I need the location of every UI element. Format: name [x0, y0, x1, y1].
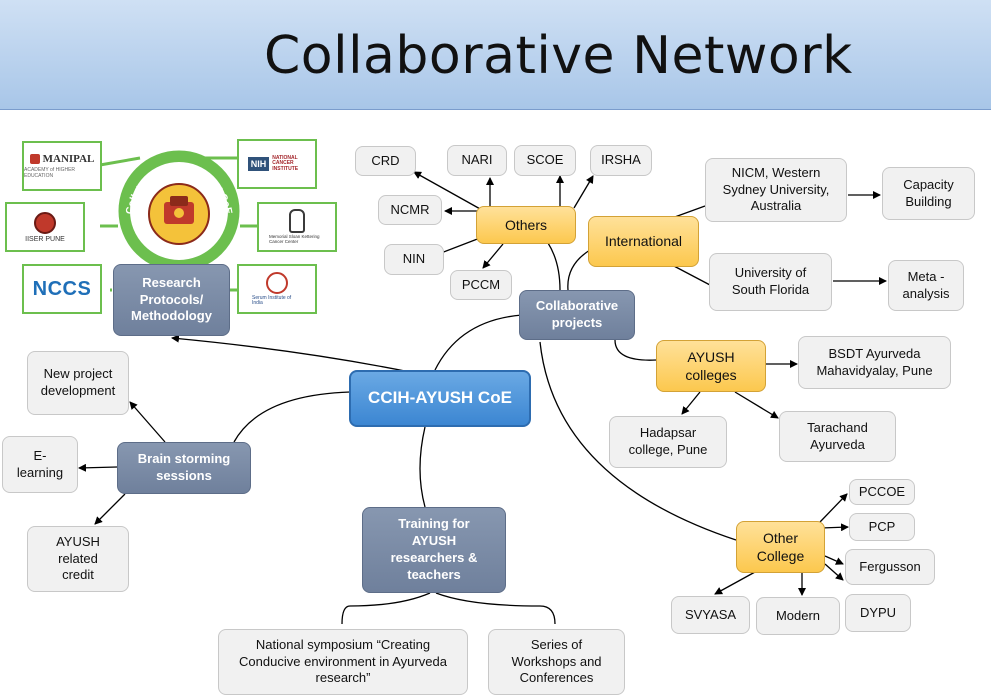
iiser-emblem-icon — [34, 211, 56, 234]
pccoe-node: PCCOE — [849, 479, 915, 505]
bsdt-node: BSDT Ayurveda Mahavidyalay, Pune — [798, 336, 951, 389]
usf-node: University of South Florida — [709, 253, 832, 311]
svyasa-node: SVYASA — [671, 596, 750, 634]
modern-node: Modern — [756, 597, 840, 635]
nin-node: NIN — [384, 244, 444, 275]
edge-bs-credit — [94, 493, 126, 525]
elearning-node: E- learning — [2, 436, 78, 493]
collaborative-projects-node: Collaborative projects — [519, 290, 635, 340]
crd-node: CRD — [355, 146, 416, 176]
manipal-logo: MANIPAL ACADEMY of HIGHER EDUCATION — [22, 141, 102, 191]
edge-oc-fergusson — [824, 555, 844, 565]
hadapsar-node: Hadapsar college, Pune — [609, 416, 727, 468]
iiser-logo: IISER PUNE — [5, 202, 85, 252]
ncmr-node: NCMR — [378, 195, 442, 225]
pcp-node: PCP — [849, 513, 915, 541]
edge-collab-othercollege — [539, 341, 737, 541]
edge-oc-svyasa — [714, 571, 756, 595]
edge-bs-elearning — [78, 463, 118, 472]
edge-intl-usf — [671, 264, 711, 286]
ayush-coe-seal: Collaborators of AYUSH CoE — [118, 150, 240, 272]
edge-others-crd — [413, 171, 483, 211]
edge-oc-pccoe — [819, 493, 848, 523]
edge-collab-others — [547, 242, 561, 291]
nari-node: NARI — [447, 145, 507, 176]
serum-logo: Serum Institute of India — [237, 264, 317, 314]
other-college-node: Other College — [736, 521, 825, 573]
edge-center-brainstorm — [233, 391, 351, 443]
irsha-node: IRSHA — [590, 145, 652, 176]
msk-logo: Memorial Sloan Kettering Cancer Center — [257, 202, 337, 252]
edge-others-irsha — [573, 175, 594, 209]
pccm-node: PCCM — [450, 270, 512, 300]
edge-training-workshops — [435, 592, 556, 625]
edge-others-pccm — [482, 243, 504, 269]
capacity-building-node: Capacity Building — [882, 167, 975, 220]
scoe-node: SCOE — [514, 145, 576, 176]
edge-oc-dypu — [824, 563, 844, 581]
edge-center-research — [171, 334, 411, 373]
workshops-node: Series of Workshops and Conferences — [488, 629, 625, 695]
meta-analysis-node: Meta - analysis — [888, 260, 964, 311]
edge-bs-newproject — [129, 401, 166, 443]
edge-center-training — [419, 426, 426, 508]
nccs-logo: NCCS — [22, 264, 102, 314]
others-node: Others — [476, 206, 576, 244]
edge-collab-ayush — [614, 339, 657, 361]
serum-emblem-icon — [266, 271, 288, 294]
edge-collab-international — [567, 249, 591, 291]
research-protocols-node: Research Protocols/ Methodology — [113, 264, 230, 336]
edge-oc-pcp — [820, 523, 849, 532]
national-symposium-node: National symposium “Creating Conducive e… — [218, 629, 468, 695]
center-node: CCIH-AYUSH CoE — [349, 370, 531, 427]
msk-emblem-icon — [289, 209, 305, 234]
training-node: Training for AYUSH researchers & teacher… — [362, 507, 506, 593]
nicm-node: NICM, Western Sydney University, Austral… — [705, 158, 847, 222]
title-bar: Collaborative Network — [0, 0, 991, 110]
new-project-node: New project development — [27, 351, 129, 415]
page-title: Collaborative Network — [264, 26, 853, 86]
brainstorming-node: Brain storming sessions — [117, 442, 251, 494]
dypu-node: DYPU — [845, 594, 911, 632]
ayush-colleges-node: AYUSH colleges — [656, 340, 766, 392]
ayush-credit-node: AYUSH related credit — [27, 526, 129, 592]
international-node: International — [588, 216, 699, 267]
nih-logo: NIH NATIONAL CANCER INSTITUTE — [237, 139, 317, 189]
fergusson-node: Fergusson — [845, 549, 935, 585]
tarachand-node: Tarachand Ayurveda — [779, 411, 896, 462]
edge-ayush-tarachand — [734, 391, 779, 419]
edge-training-national — [341, 592, 431, 625]
manipal-emblem-icon — [29, 154, 40, 164]
edge-ayush-hadapsar — [681, 391, 701, 415]
edge-center-collab — [434, 314, 523, 371]
